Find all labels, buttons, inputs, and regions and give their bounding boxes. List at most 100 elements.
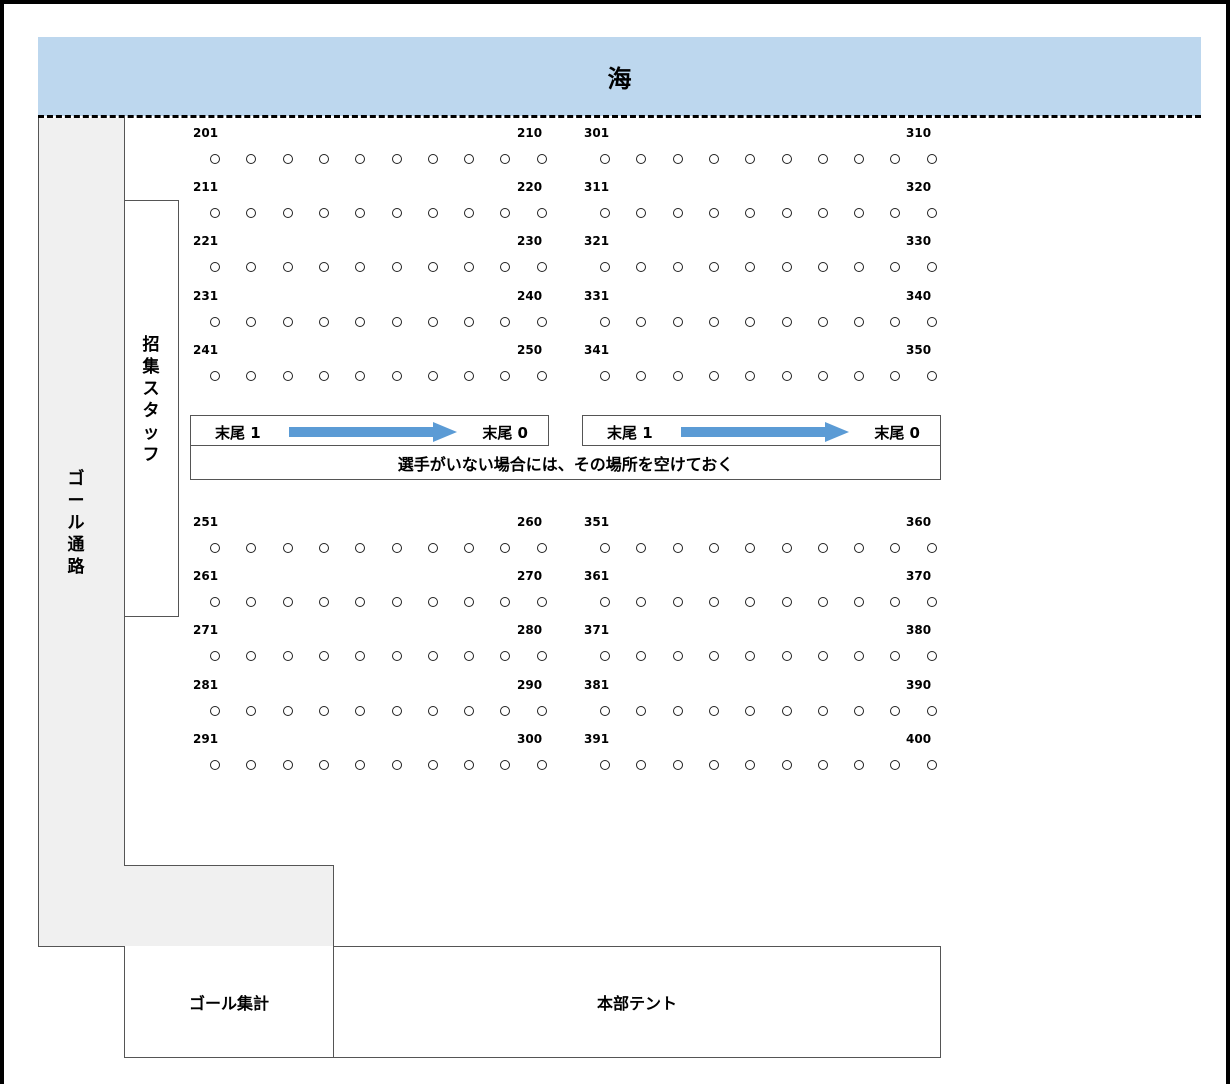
runner-slot: [890, 208, 901, 219]
runner-slot: [636, 651, 647, 662]
runner-slot: [854, 208, 865, 219]
runner-slot: [318, 651, 329, 662]
runner-slot: [926, 208, 937, 219]
runner-slot: [536, 154, 547, 164]
runner-slot: [282, 208, 293, 219]
runner-slot: [355, 370, 366, 381]
row-start-number: 271: [193, 623, 219, 638]
row-start-number: 281: [193, 677, 219, 692]
runner-slot: [781, 597, 792, 608]
runner-slot: [854, 370, 865, 381]
runner-slot: [745, 154, 756, 164]
runner-slot: [926, 759, 937, 770]
runner-slot: [536, 705, 547, 716]
runner-slot: [427, 154, 438, 164]
runner-slot: [817, 543, 828, 553]
runner-slot: [745, 651, 756, 662]
runner-slot: [854, 262, 865, 273]
row-end-number: 320: [906, 180, 932, 195]
runner-slot: [926, 262, 937, 273]
runner-slot: [636, 543, 647, 553]
goal-path-area: [38, 118, 125, 946]
row-start-number: 311: [584, 180, 610, 195]
runner-slot: [427, 759, 438, 770]
row-start-number: 291: [193, 731, 219, 746]
runner-slot: [464, 316, 475, 327]
goal-path-border: [124, 118, 125, 865]
runner-slot: [708, 651, 719, 662]
row-start-number: 251: [193, 515, 219, 529]
runner-slot: [745, 262, 756, 273]
runner-slot: [210, 543, 220, 553]
runner-slot: [636, 208, 647, 219]
runner-slot: [427, 651, 438, 662]
runner-slot: [817, 651, 828, 662]
row-start-number: 211: [193, 180, 219, 195]
runner-slot: [854, 651, 865, 662]
runner-slot: [890, 370, 901, 381]
runner-slot: [355, 543, 366, 553]
runner-slot: [391, 262, 402, 273]
row-end-number: 380: [906, 623, 932, 638]
runner-slot: [708, 705, 719, 716]
runner-slot: [745, 759, 756, 770]
runner-slot: [391, 597, 402, 608]
runner-slot: [781, 543, 792, 553]
runner-slot: [926, 370, 937, 381]
runner-slot: [636, 316, 647, 327]
runner-slot: [464, 262, 475, 273]
runner-slot: [854, 759, 865, 770]
runner-slot: [246, 651, 257, 662]
runner-slot: [636, 705, 647, 716]
runner-slot: [600, 208, 610, 219]
runner-slot: [781, 208, 792, 219]
runner-slot: [536, 651, 547, 662]
runner-slot: [282, 316, 293, 327]
runner-slot: [708, 543, 719, 553]
runner-slot: [536, 316, 547, 327]
runner-slot: [464, 543, 475, 553]
runner-slot: [926, 651, 937, 662]
runner-slot: [246, 316, 257, 327]
runner-slot: [282, 262, 293, 273]
runner-slot: [500, 597, 511, 608]
runner-slot: [926, 543, 937, 553]
runner-slot: [708, 262, 719, 273]
runner-slot: [926, 316, 937, 327]
runner-slot: [636, 370, 647, 381]
empty-slot-note: 選手がいない場合には、その場所を空けておく: [190, 446, 941, 480]
row-start-number: 331: [584, 288, 610, 303]
runner-slot: [745, 597, 756, 608]
runner-slot: [282, 705, 293, 716]
runner-slot: [464, 705, 475, 716]
runner-slot: [636, 262, 647, 273]
runner-slot: [536, 370, 547, 381]
runner-slot: [427, 316, 438, 327]
runner-slot: [282, 370, 293, 381]
runner-slot: [355, 651, 366, 662]
staff-label: 招集スタッフ: [142, 335, 160, 465]
runner-slot: [672, 597, 683, 608]
row-start-number: 381: [584, 677, 610, 692]
runner-slot: [600, 705, 610, 716]
runner-slot: [672, 651, 683, 662]
runner-slot: [600, 651, 610, 662]
runner-slot: [890, 543, 901, 553]
note-text: 選手がいない場合には、その場所を空けておく: [397, 454, 734, 474]
row-start-number: 301: [584, 126, 610, 140]
runner-slot: [246, 759, 257, 770]
runner-slot: [854, 705, 865, 716]
runner-slot: [890, 262, 901, 273]
runner-slot: [464, 651, 475, 662]
runner-slot: [600, 370, 610, 381]
runner-slot: [246, 208, 257, 219]
runner-slot: [500, 262, 511, 273]
runner-slot: [282, 543, 293, 553]
runner-slot: [391, 705, 402, 716]
runner-slot: [536, 543, 547, 553]
runner-slot: [500, 370, 511, 381]
runner-slot: [781, 316, 792, 327]
runner-slot: [745, 543, 756, 553]
runner-slot: [282, 597, 293, 608]
runner-slot: [464, 759, 475, 770]
